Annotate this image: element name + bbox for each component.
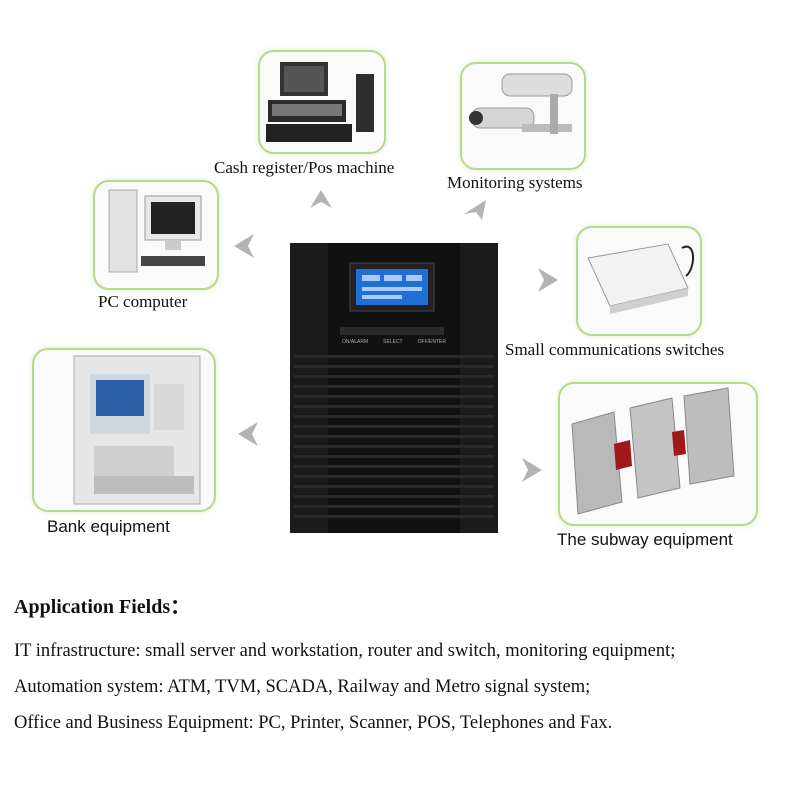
- monitoring-label: Monitoring systems: [447, 173, 583, 192]
- pc-label: PC computer: [98, 292, 188, 311]
- arrow-right-icon-2: [522, 458, 542, 482]
- cash-register-image: [258, 50, 386, 154]
- arrow-right-icon: [538, 268, 558, 292]
- arrow-left-icon-2: [238, 422, 258, 446]
- switches-label: Small communications switches: [505, 340, 725, 359]
- monitoring-image: [460, 62, 586, 170]
- subway-image: [558, 382, 758, 526]
- application-line-it: IT infrastructure: small server and work…: [14, 641, 676, 661]
- ups-off-enter-button[interactable]: OFF/ENTER: [417, 339, 446, 345]
- subway-label: The subway equipment: [557, 530, 733, 549]
- arrow-left-icon: [234, 234, 254, 258]
- bank-label: Bank equipment: [47, 517, 170, 536]
- application-fields-heading: Application Fields：: [14, 596, 191, 618]
- ups-on-alarm-button[interactable]: ON/ALARM: [342, 339, 369, 345]
- arrow-up-right-icon: [464, 200, 486, 220]
- arrow-up-icon: [310, 190, 332, 208]
- ups-select-button[interactable]: SELECT: [383, 339, 403, 345]
- switch-image: [576, 226, 702, 336]
- pc-image: [93, 180, 219, 290]
- application-line-office: Office and Business Equipment: PC, Print…: [14, 713, 613, 733]
- ups-unit: ON/ALARM SELECT OFF/ENTER: [290, 243, 498, 533]
- application-line-automation: Automation system: ATM, TVM, SCADA, Rail…: [14, 677, 591, 697]
- bank-image: [32, 348, 216, 512]
- cash-register-label: Cash register/Pos machine: [214, 158, 395, 177]
